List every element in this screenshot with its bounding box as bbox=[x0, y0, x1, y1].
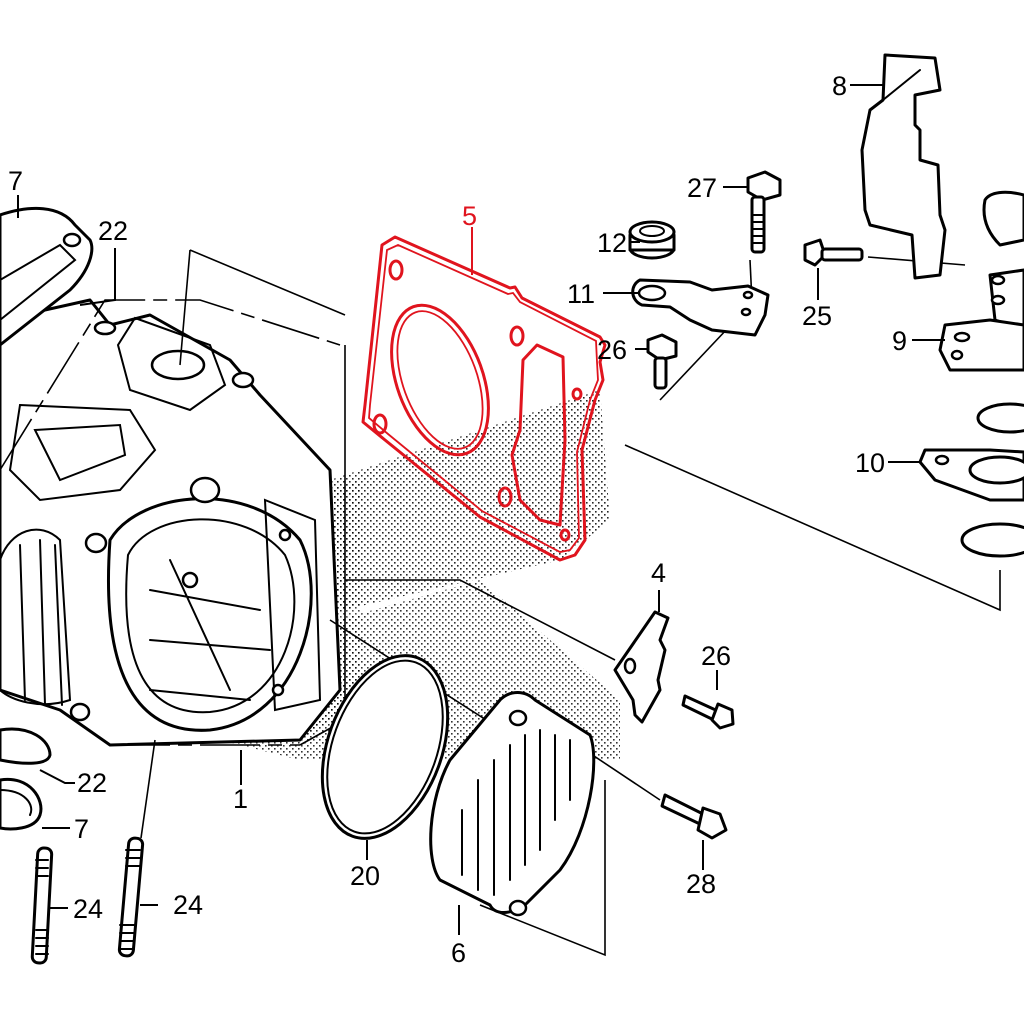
part-bolt-25[interactable] bbox=[803, 238, 864, 267]
part-plate[interactable] bbox=[613, 610, 670, 724]
callout-leaders bbox=[17, 84, 945, 935]
callout-10[interactable]: 10 bbox=[855, 448, 885, 478]
part-cylinder[interactable] bbox=[0, 249, 346, 747]
part-bolt-26-upper[interactable] bbox=[646, 333, 678, 390]
part-finned-cover[interactable] bbox=[429, 691, 596, 917]
callout-7-bottom[interactable]: 7 bbox=[74, 814, 89, 844]
callout-labels: 5 12 11 26 27 8 25 9 10 4 26 28 20 6 1 7… bbox=[8, 71, 907, 968]
part-grommet[interactable] bbox=[628, 220, 676, 260]
callout-7-top[interactable]: 7 bbox=[8, 166, 23, 196]
callout-5[interactable]: 5 bbox=[462, 201, 477, 231]
callout-22-top[interactable]: 22 bbox=[98, 216, 128, 246]
part-side-cover[interactable] bbox=[860, 53, 947, 280]
callout-1[interactable]: 1 bbox=[233, 784, 248, 814]
callout-24-right[interactable]: 24 bbox=[173, 890, 203, 920]
part-head-cover-top[interactable] bbox=[0, 206, 94, 347]
callout-4[interactable]: 4 bbox=[651, 558, 666, 588]
part-carburetor-assembly[interactable] bbox=[918, 190, 1024, 558]
callout-26-upper[interactable]: 26 bbox=[597, 335, 627, 365]
callout-27[interactable]: 27 bbox=[687, 173, 717, 203]
part-o-ring[interactable] bbox=[299, 638, 471, 856]
callout-24-left[interactable]: 24 bbox=[73, 894, 103, 924]
callout-26-lower[interactable]: 26 bbox=[701, 641, 731, 671]
callout-22-bottom[interactable]: 22 bbox=[77, 768, 107, 798]
callout-20[interactable]: 20 bbox=[350, 861, 380, 891]
callout-8[interactable]: 8 bbox=[832, 71, 847, 101]
callout-6[interactable]: 6 bbox=[451, 938, 466, 968]
part-stud-bolts[interactable] bbox=[30, 739, 156, 965]
part-bolts-middle[interactable] bbox=[660, 694, 735, 840]
part-bracket[interactable] bbox=[631, 278, 770, 337]
part-cylinder-gasket-highlighted[interactable] bbox=[361, 235, 607, 562]
part-bolt-27[interactable] bbox=[746, 170, 782, 254]
callout-9[interactable]: 9 bbox=[892, 326, 907, 356]
part-head-cover-bottom[interactable] bbox=[0, 727, 52, 831]
callout-12[interactable]: 12 bbox=[597, 228, 627, 258]
callout-28[interactable]: 28 bbox=[686, 869, 716, 899]
callout-11[interactable]: 11 bbox=[567, 279, 595, 309]
callout-25[interactable]: 25 bbox=[802, 301, 832, 331]
